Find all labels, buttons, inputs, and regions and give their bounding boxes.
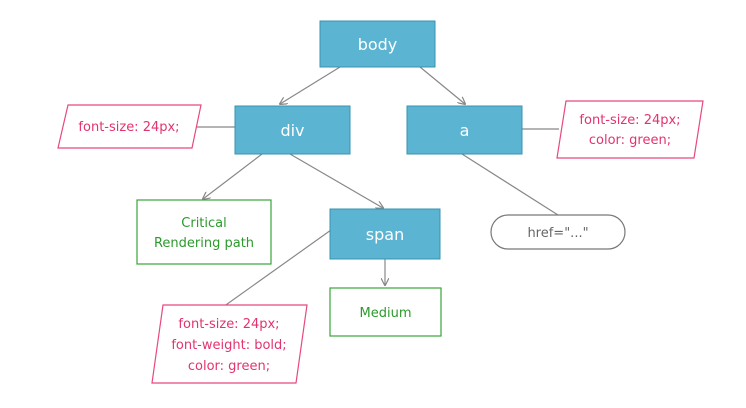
style-node-a-line-2: color: green; <box>589 133 671 148</box>
node-span-label: span <box>366 225 404 244</box>
edge-body-a <box>419 66 465 104</box>
text-node-medium-line-1: Medium <box>360 306 412 321</box>
style-node-span-line-2: font-weight: bold; <box>171 338 286 353</box>
node-div-box <box>234 105 351 155</box>
node-a-box <box>406 105 523 155</box>
style-node-span-line-1: font-size: 24px; <box>178 317 279 332</box>
node-div-label: div <box>280 121 304 140</box>
text-node-critical-line-1: Critical <box>181 216 226 231</box>
style-node-a-line-1: font-size: 24px; <box>579 113 680 128</box>
edge-body-div <box>280 66 341 104</box>
node-div: div <box>234 105 351 155</box>
text-node-critical-box <box>136 199 272 265</box>
edge-div-critical <box>203 153 263 199</box>
node-span-box <box>329 208 441 260</box>
style-node-div-shape <box>57 104 202 149</box>
style-node-a-shape <box>556 100 704 159</box>
style-node-div-line-1: font-size: 24px; <box>78 120 179 135</box>
text-node-medium: Medium <box>329 287 442 337</box>
edges <box>192 66 559 308</box>
node-body-label: body <box>358 35 398 54</box>
style-node-span-line-3: color: green; <box>188 359 270 374</box>
node-span: span <box>329 208 441 260</box>
edge-a-href <box>461 153 559 216</box>
attr-node-href-label: href="..." <box>527 226 588 241</box>
edge-div-span <box>289 153 383 208</box>
text-node-critical-line-2: Rendering path <box>154 236 254 251</box>
node-a-label: a <box>460 121 470 140</box>
node-a: a <box>406 105 523 155</box>
style-node-div: font-size: 24px; <box>57 104 202 149</box>
node-body: body <box>319 20 436 68</box>
attr-node-href-shape <box>490 214 626 250</box>
attr-node-href: href="..." <box>490 214 626 250</box>
text-node-critical: Critical Rendering path <box>136 199 272 265</box>
style-node-span-shape <box>151 304 308 384</box>
edge-span-style <box>222 229 332 308</box>
style-node-span: font-size: 24px; font-weight: bold; colo… <box>151 304 308 384</box>
node-body-box <box>319 20 436 68</box>
text-node-medium-box <box>329 287 442 337</box>
style-node-a: font-size: 24px; color: green; <box>556 100 704 159</box>
